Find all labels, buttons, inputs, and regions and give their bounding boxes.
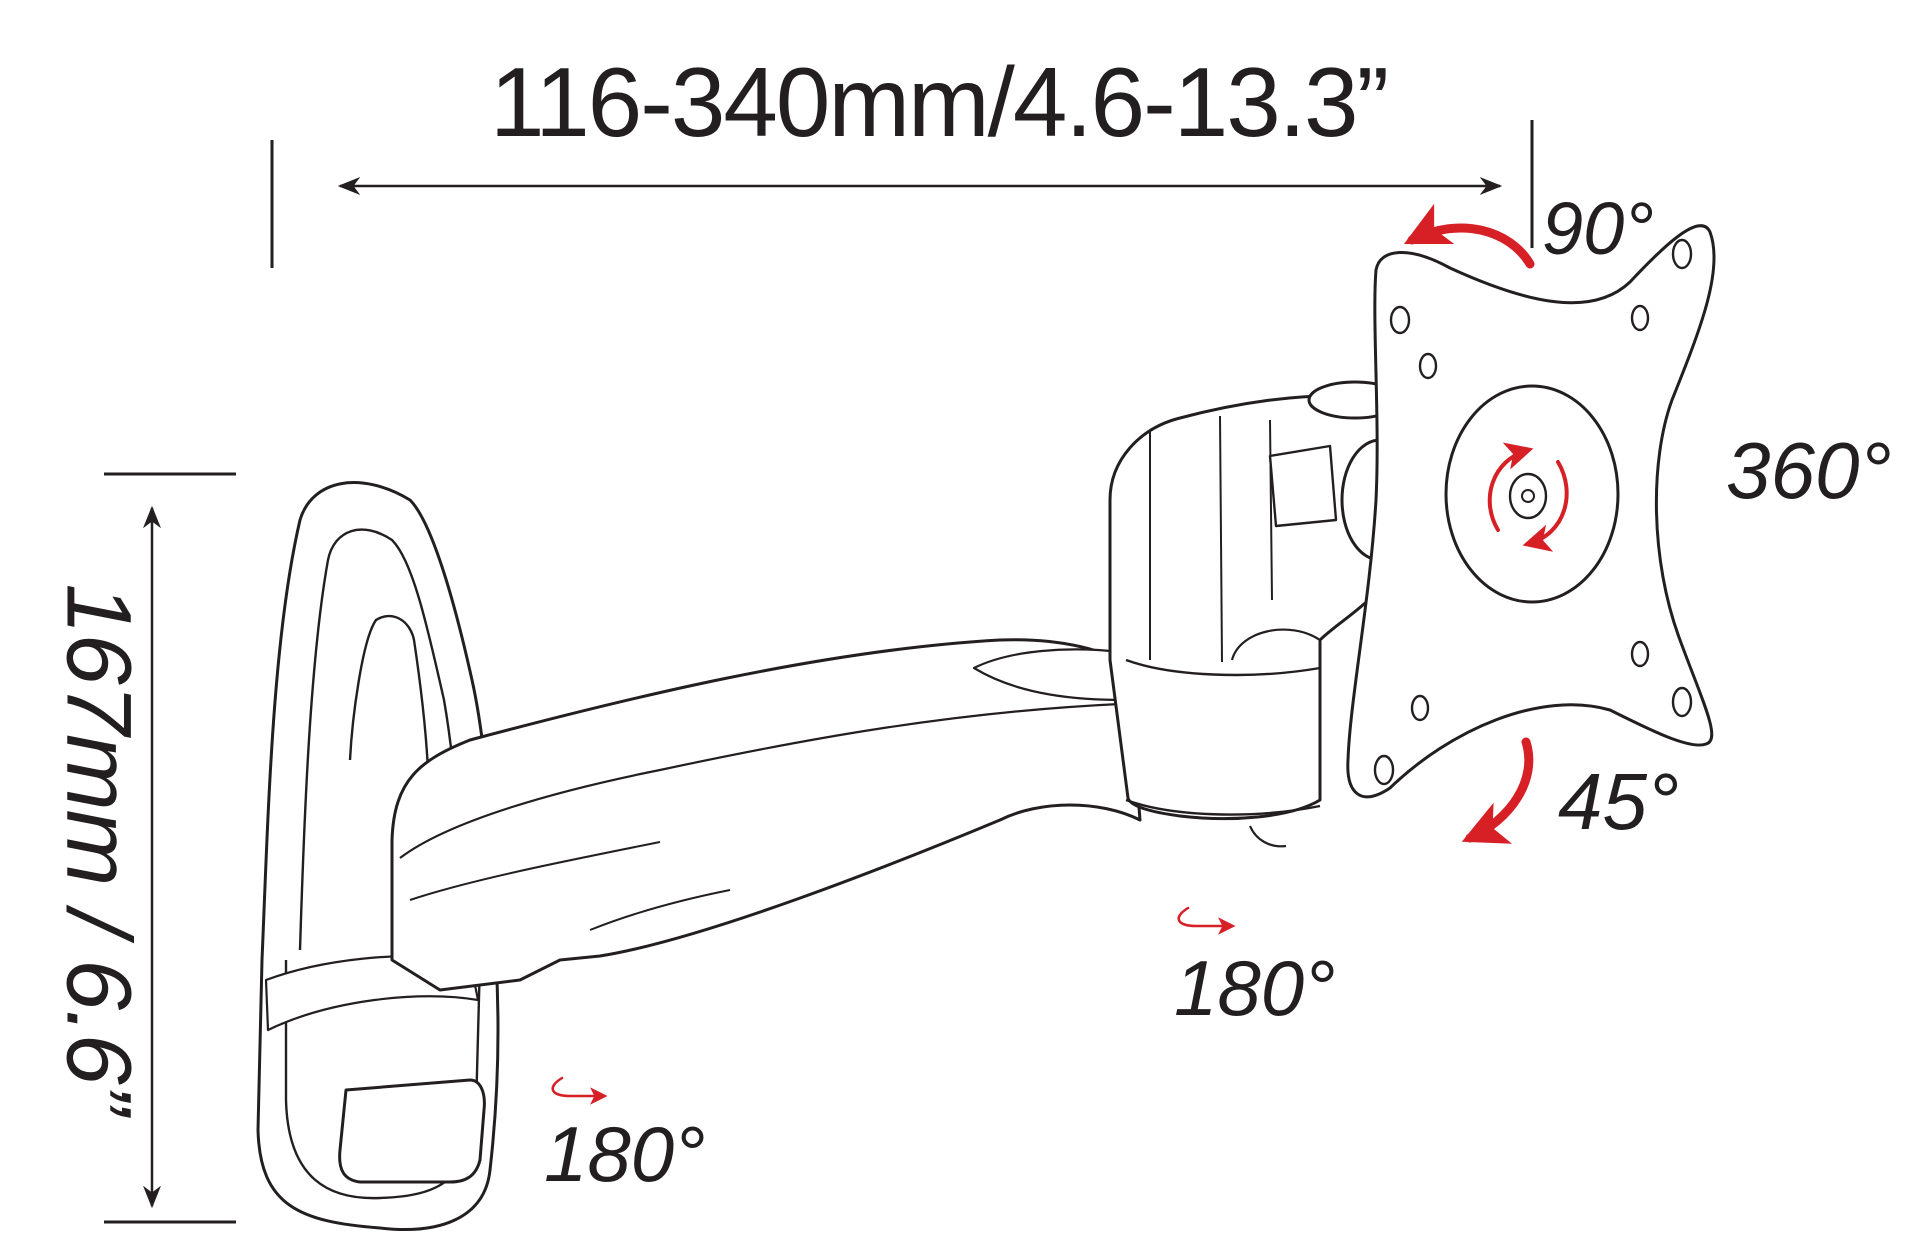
tilt-arrow [1403,203,1535,269]
swivel-arrow [1461,737,1534,844]
width-dimension [270,120,1534,268]
extension-arm [390,638,1142,992]
arm-joint-arrow [1177,906,1236,935]
wall-joint-arrow [551,1076,608,1105]
wall-joint-angle-label: 180° [544,1110,706,1198]
arm-joint-angle-label: 180° [1174,944,1336,1032]
rotation-angle-label: 360° [1726,426,1892,515]
tilt-angle-label: 90° [1542,187,1654,270]
vesa-plate [1346,224,1716,799]
height-dimension [104,472,236,1224]
rotate-arrow-top [1487,442,1534,532]
rotation-arrows [551,203,1569,1105]
width-dimension-label: 116-340mm/4.6-13.3” [490,47,1389,157]
vesa-holes [1373,238,1693,786]
swivel-angle-label: 45° [1558,757,1679,846]
rotate-arrow-bottom [1522,460,1569,552]
height-dimension-label: 167mm / 6.6” [47,583,150,1114]
